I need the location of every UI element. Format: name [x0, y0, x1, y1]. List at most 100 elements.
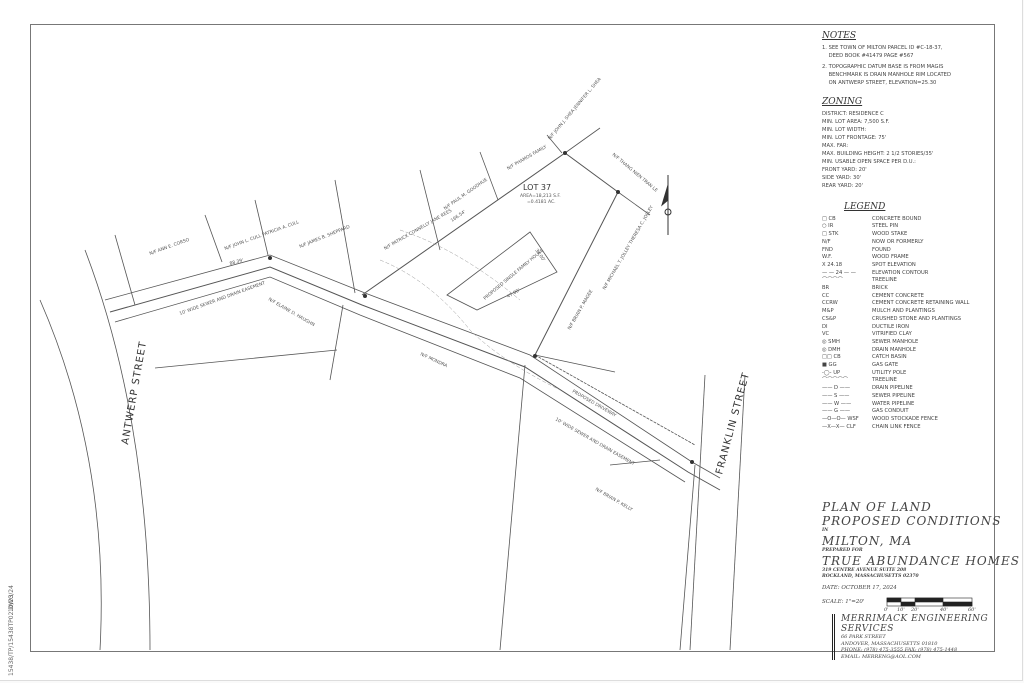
easement-line — [104, 254, 721, 479]
legend-symbol: CCRW — [822, 300, 838, 307]
zoning-title: ZONING — [822, 97, 863, 107]
abutter-label: N/F ELAINE D. HAUGHN — [267, 297, 316, 329]
legend-symbol: CS&P — [822, 315, 837, 322]
plan-date: DATE: OCTOBER 17, 2024 — [822, 585, 897, 591]
legend-label: WATER PIPELINE — [872, 400, 915, 407]
antwerp-street-label: ANTWERP STREET — [120, 340, 149, 445]
town: MILTON, MA — [822, 534, 913, 548]
abutter-label: N/F BRIAN P. MAGEE — [567, 289, 595, 331]
lot-37-boundary — [361, 152, 619, 356]
legend-label: GAS GATE — [872, 362, 899, 369]
abutter-label: N/F PAUL M. GOODHUE — [443, 177, 489, 212]
legend-label: FOUND — [872, 246, 891, 253]
legend-item: □ STK WOOD STAKE — [822, 231, 997, 239]
legend-label: CATCH BASIN — [872, 354, 907, 361]
legend-symbol: —— W —— — [822, 400, 852, 407]
note-item: 1. SEE TOWN OF MILTON PARCEL ID #C-18-37… — [822, 45, 943, 59]
client-address: ROCKLAND, MASSACHUSETTS 02370 — [822, 574, 919, 579]
legend-label: BRICK — [872, 285, 888, 292]
legend-item: — — 24 — —ELEVATION CONTOUR — [822, 270, 997, 278]
drawing-border — [30, 24, 995, 652]
dimension: 88.39' — [229, 257, 244, 266]
zoning-section: ZONING DISTRICT: RESIDENCE C MIN. LOT ARE… — [822, 98, 992, 190]
zoning-item: MAX. BUILDING HEIGHT: 2 1/2 STORIES/35' — [822, 151, 934, 157]
legend-label: SEWER PIPELINE — [872, 392, 915, 399]
legend-label: WOOD STAKE — [872, 231, 908, 238]
engineer-city: ANDOVER, MASSACHUSETTS 01810 — [841, 640, 938, 647]
engineer-street: 66 PARK STREET — [841, 634, 886, 640]
legend-symbol: VC — [822, 331, 830, 338]
easement-line — [109, 266, 721, 491]
legend-item: CC CEMENT CONCRETE — [822, 293, 997, 301]
abutter-label: N/F ANN E. CORSO — [149, 237, 191, 257]
legend-label: NOW OR FORMERLY — [872, 238, 924, 245]
abutter-label: N/F JOHN L. CULL PATRICIA A. CULL — [224, 219, 301, 252]
legend-symbol: N/F — [822, 238, 831, 245]
legend-item: M&P MULCH AND PLANTINGS — [822, 308, 997, 316]
legend-label: CEMENT CONCRETE — [872, 292, 924, 299]
legend-symbol: —— G —— — [822, 408, 851, 415]
zoning-item: MIN. LOT WIDTH: — [822, 127, 867, 133]
legend-label: TREELINE — [872, 377, 897, 384]
lot-label: LOT 37 — [523, 183, 551, 192]
legend-label: TREELINE — [872, 277, 897, 284]
legend-label: DRAIN MANHOLE — [872, 346, 917, 353]
legend-symbol: ◎ DMH — [822, 346, 841, 353]
zoning-item: MIN. LOT AREA: 7,500 S.F. — [822, 119, 890, 125]
legend-item: CCRW CEMENT CONCRETE RETAINING WALL — [822, 300, 997, 308]
legend-item: —— W —— WATER PIPELINE — [822, 401, 997, 409]
abutter-label: N/F PHAMOS FAMILY — [506, 144, 548, 172]
legend-symbol: M&P — [822, 308, 834, 315]
title-block: PLAN OF LAND PROPOSED CONDITIONS IN MILT… — [822, 500, 1020, 606]
zoning-item: MIN. LOT FRONTAGE: 75' — [822, 135, 887, 141]
legend-label: CEMENT CONCRETE RETAINING WALL — [872, 300, 970, 307]
legend-symbol: CC — [822, 292, 830, 299]
legend-symbol: —x—x— CLF — [822, 423, 856, 430]
legend-item: ⌒⌒⌒⌒TREELINE — [822, 277, 997, 285]
zoning-item: DISTRICT: RESIDENCE C — [822, 111, 884, 117]
abutter-label: N/F JAMES B. SHEPPARD — [299, 224, 352, 250]
plan-title: PLAN OF LAND — [822, 500, 932, 514]
abutter-label: N/F PATRICK CONNELLY JANE REES — [383, 208, 453, 252]
legend-symbol: —— S —— — [822, 392, 850, 399]
legend-label: MULCH AND PLANTINGS — [872, 308, 935, 315]
easement-line — [114, 276, 686, 483]
engineer-phone: PHONE: (978) 475-3555 FAX: (978) 475-144… — [841, 647, 958, 653]
driveway-line — [534, 354, 696, 446]
scale-tick: 20' — [911, 607, 919, 613]
legend-symbol: ⌒⌒⌒⌒⌒ — [822, 377, 848, 384]
engineer-email: EMAIL: MERRENG@AOL.COM — [841, 653, 921, 660]
legend-item: ◎ DMH DRAIN MANHOLE — [822, 347, 997, 355]
legend-symbol: W.F. — [822, 254, 832, 261]
abutter-label: N/F MICHAEL T. JOLLEY THERESA C. JOLLEY — [602, 204, 655, 291]
legend-symbol: □ STK — [822, 231, 839, 238]
plan-scale: SCALE: 1"=20' — [822, 599, 865, 605]
legend-label: GAS CONDUIT — [872, 408, 909, 415]
legend-label: WOOD FRAME — [872, 254, 909, 261]
in-label: IN — [822, 528, 829, 533]
abutter-label: N/F BRIAN P. KELLY — [594, 487, 634, 513]
engineer-block: MERRIMACK ENGINEERING SERVICES 66 PARK S… — [832, 614, 1022, 660]
legend-item: —— G —— GAS CONDUIT — [822, 408, 997, 416]
legend-title: LEGEND — [844, 202, 886, 212]
legend-symbol: —— D —— — [822, 385, 851, 392]
legend-label: SPOT ELEVATION — [872, 261, 916, 268]
legend-label: DUCTILE IRON — [872, 323, 910, 330]
scale-tick: 40' — [940, 607, 948, 613]
legend-symbol: □ CB — [822, 215, 836, 222]
legend-item: —— D —— DRAIN PIPELINE — [822, 385, 997, 393]
legend-label: DRAIN PIPELINE — [872, 385, 913, 392]
zoning-item: SIDE YARD: 30' — [822, 175, 862, 181]
legend-symbol: -◯- UP — [822, 369, 841, 376]
legend-symbol: —o—o— WSF — [822, 415, 859, 422]
antwerp-street-edge — [84, 249, 151, 651]
note-item: 2. TOPOGRAPHIC DATUM BASE IS FROM MAGIS … — [822, 64, 951, 86]
lot-area-acres: =0.4181 AC. — [527, 199, 556, 205]
